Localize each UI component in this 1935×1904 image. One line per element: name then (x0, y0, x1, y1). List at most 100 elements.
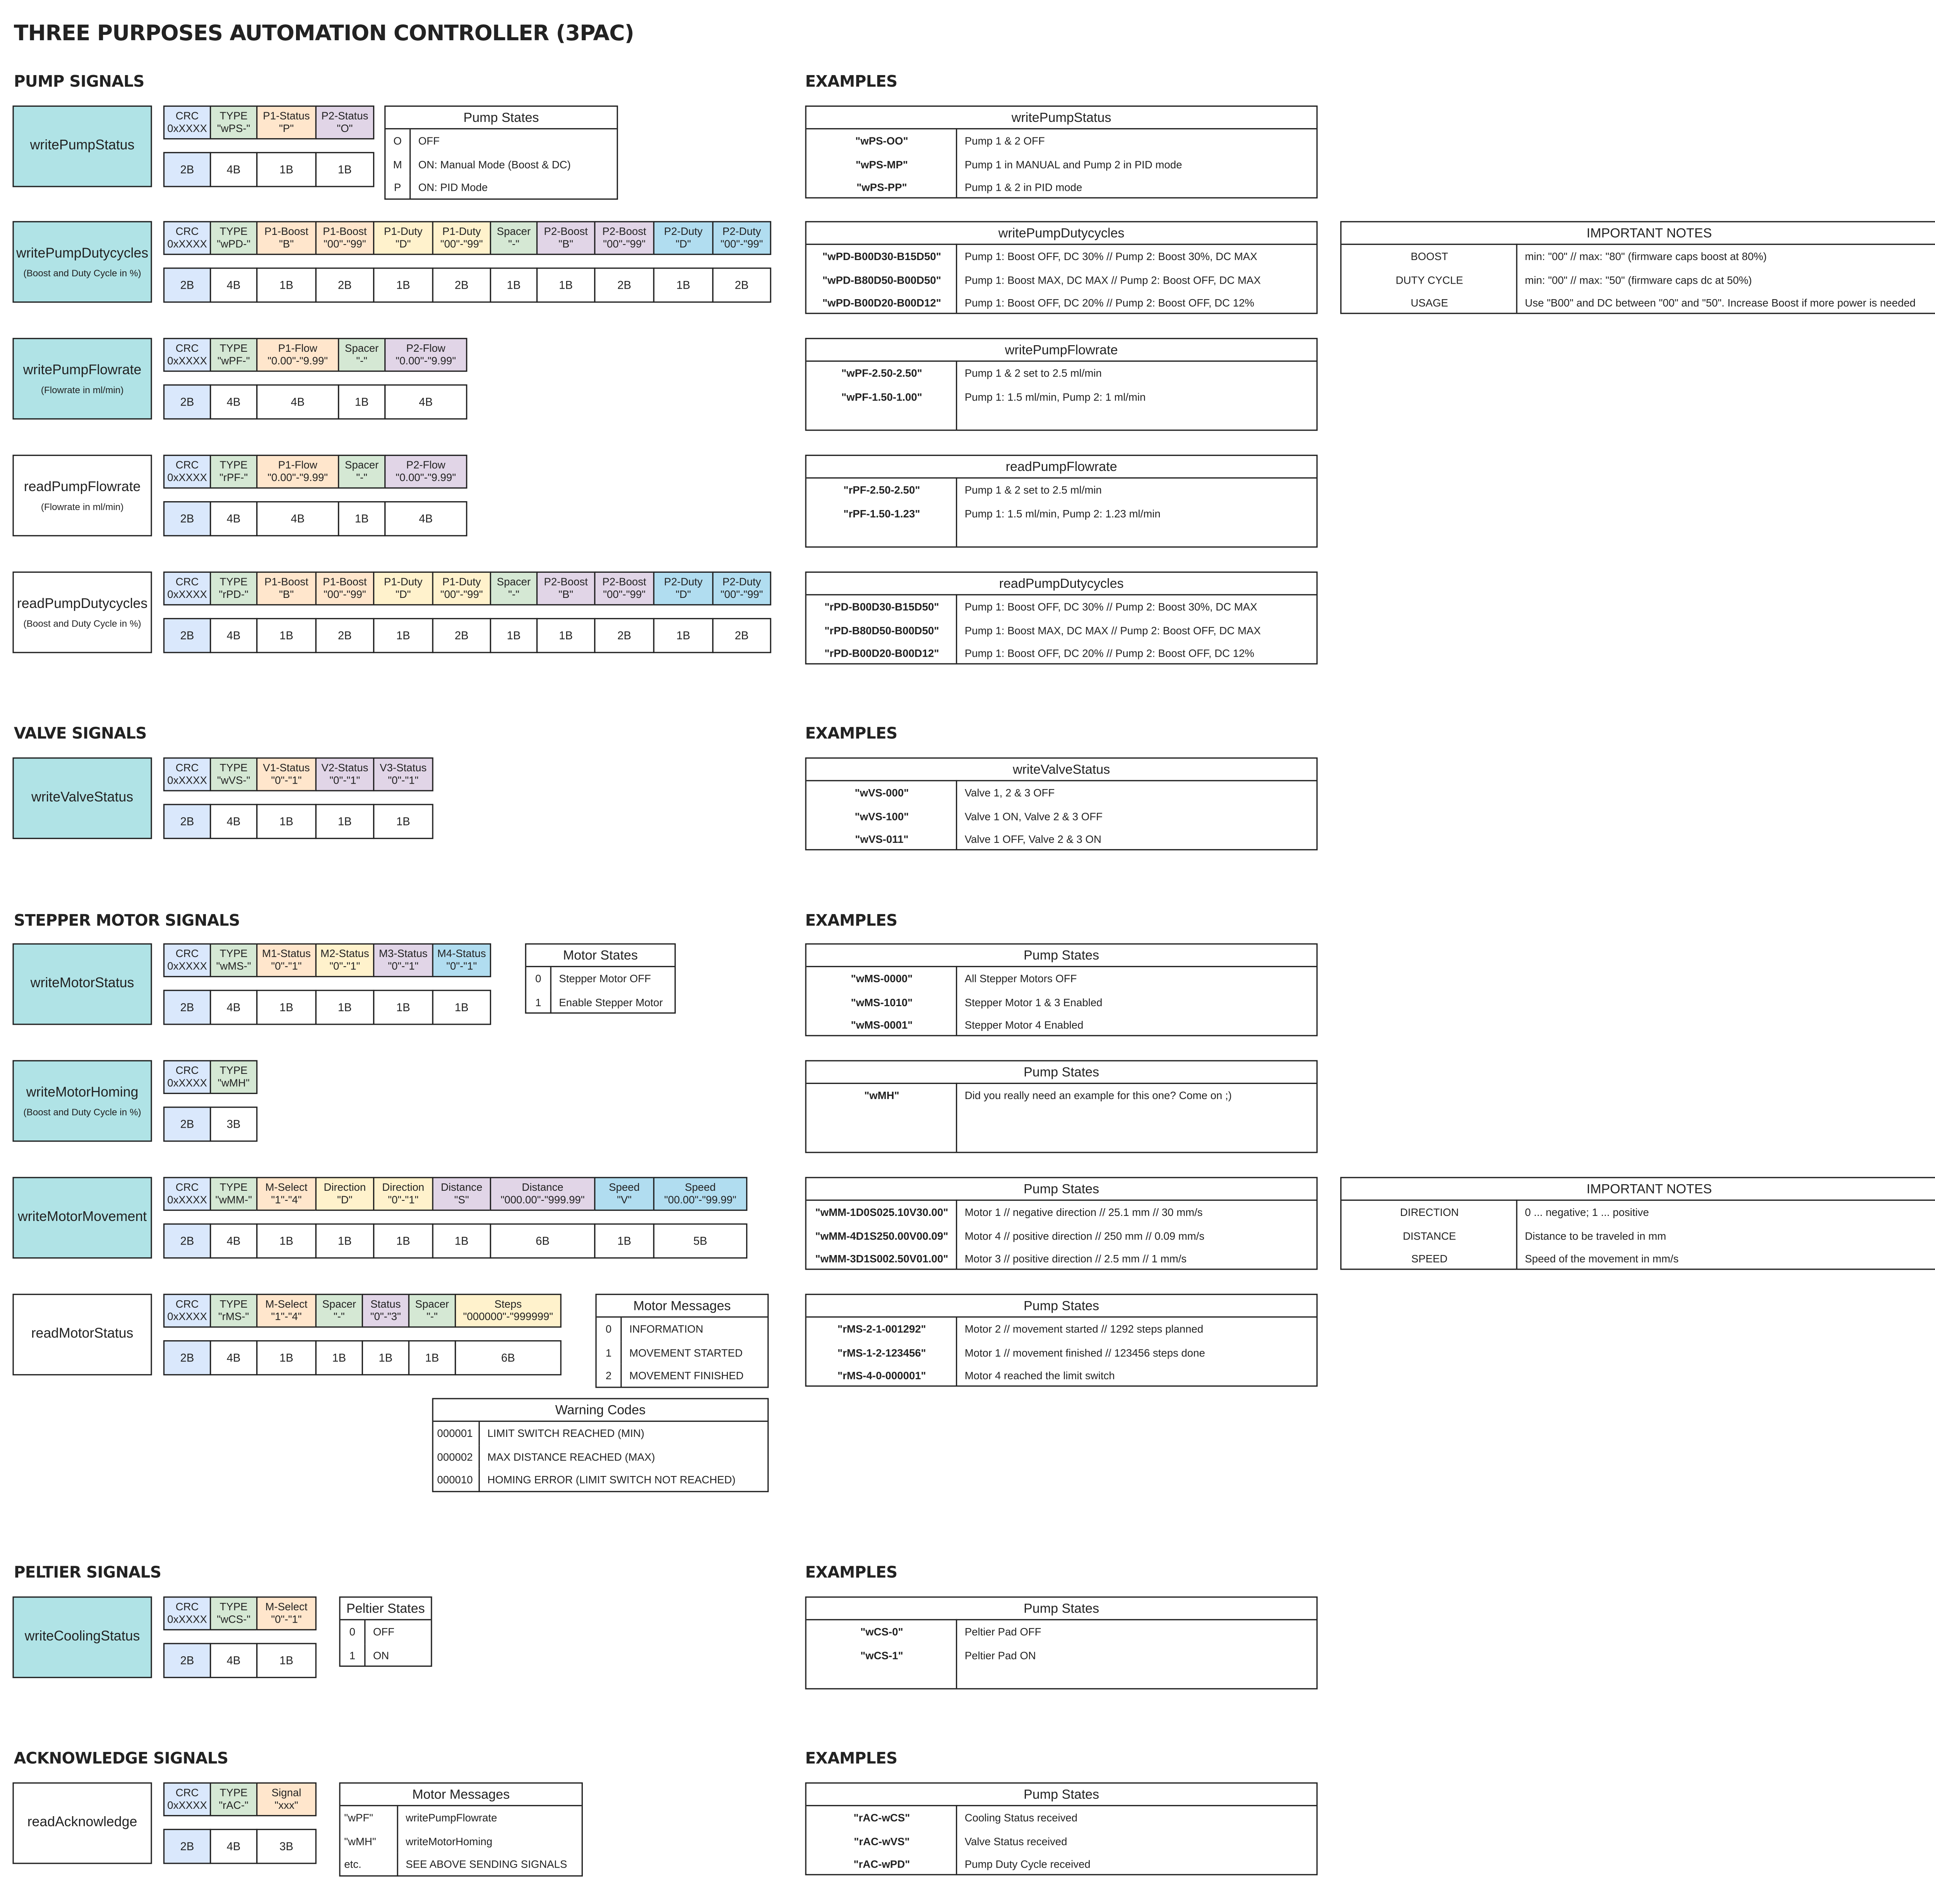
example-code: "wMS-0000" (851, 972, 913, 985)
field-cell: TYPE"wPS-" (210, 105, 258, 140)
notes-title: IMPORTANT NOTES (1341, 1178, 1935, 1201)
byte-size-cell: 1B (338, 384, 386, 420)
field-value: "wMS-" (216, 959, 251, 972)
byte-size-cell: 1B (373, 1223, 433, 1259)
byte-size-cell: 1B (361, 1340, 410, 1376)
byte-size-cell: 2B (315, 267, 375, 303)
field-value: "wVS-" (217, 773, 250, 786)
byte-size-cell: 1B (373, 804, 433, 839)
byte-size-cell: 1B (373, 267, 433, 303)
byte-size-cell: 1B (315, 804, 375, 839)
byte-size-cell: 2B (594, 267, 655, 303)
field-cell: P1-Boost"00"-"99" (315, 571, 375, 606)
field-cell: TYPE"wPD-" (210, 221, 258, 255)
field-cell: P1-Duty"D" (373, 571, 433, 606)
field-cell: P2-Boost"B" (536, 571, 596, 606)
field-value: "000000"-"999999" (463, 1309, 553, 1322)
byte-size-cell: 4B (210, 501, 258, 536)
byte-size-cell: 4B (210, 152, 258, 187)
legend-key: O (385, 129, 411, 153)
example-code: "wVS-011" (855, 833, 909, 846)
field-cell: Steps"000000"-"999999" (454, 1294, 562, 1328)
example-description: Motor 4 // positive direction // 250 mm … (964, 1229, 1205, 1242)
example-table: Pump States"rAC-wCS"Cooling Status recei… (805, 1782, 1318, 1875)
legend-title: Motor Messages (596, 1295, 768, 1318)
example-title: writePumpStatus (806, 107, 1317, 130)
byte-size-cell: 2B (163, 618, 211, 653)
field-value: "00"-"99" (440, 236, 483, 250)
example-table: writePumpStatus"wPS-OO"Pump 1 & 2 OFF"wP… (805, 105, 1318, 199)
byte-size-cell: 2B (163, 501, 211, 536)
field-name: CRC (175, 1064, 199, 1077)
field-name: P2-Boost (602, 575, 646, 588)
field-cell: P2-Duty"00"-"99" (712, 221, 771, 255)
signal-description: (Boost and Duty Cycle in %) (23, 617, 141, 629)
signal-name: writePumpDutycycles (16, 245, 149, 261)
example-code: "wPS-OO" (855, 135, 908, 147)
field-value: "wPS-" (217, 121, 250, 134)
byte-size-cell: 1B (432, 1223, 491, 1259)
field-cell: Spacer"-" (315, 1294, 363, 1328)
signal-name: writeMotorHoming (26, 1084, 139, 1100)
byte-size-cell: 2B (163, 1643, 211, 1678)
byte-size-cell: 2B (163, 1340, 211, 1376)
byte-size-cell: 3B (256, 1829, 317, 1864)
legend-value: writePumpFlowrate (406, 1812, 497, 1824)
notes-value: min: "00" // max: "80" (firmware caps bo… (1525, 250, 1767, 263)
field-name: Direction (382, 1180, 425, 1193)
example-divider (956, 594, 957, 663)
section-heading-valve: VALVE SIGNALS (14, 723, 147, 743)
field-value: "O" (337, 121, 353, 134)
legend-key: 000001 (433, 1422, 480, 1445)
field-cell: P1-Flow"0.00"-"9.99" (256, 454, 339, 489)
field-value: 0xXXXX (167, 773, 207, 786)
field-name: P1-Boost (323, 575, 367, 588)
field-value: "0"-"1" (271, 773, 302, 786)
field-cell: TYPE"wMM-" (210, 1177, 258, 1211)
byte-size-cell: 1B (408, 1340, 456, 1376)
field-value: 0xXXXX (167, 1192, 207, 1205)
legend-key: "wMH" (341, 1829, 398, 1853)
example-description: Pump 1: Boost OFF, DC 20% // Pump 2: Boo… (964, 296, 1254, 310)
signal-name-box: writeValveStatus (12, 757, 152, 839)
field-value: "00"-"99" (440, 587, 483, 600)
field-cell: P2-Duty"D" (653, 221, 714, 255)
signal-name-box: writeMotorHoming(Boost and Duty Cycle in… (12, 1060, 152, 1142)
example-row: "wMM-4D1S250.00V00.09"Motor 4 // positiv… (807, 1224, 1317, 1247)
signal-name-box: readPumpDutycycles(Boost and Duty Cycle … (12, 571, 152, 653)
field-name: TYPE (219, 1786, 248, 1799)
example-row: "rMS-2-1-001292"Motor 2 // movement star… (807, 1318, 1317, 1341)
field-value: "B" (279, 236, 294, 250)
field-name: CRC (175, 947, 199, 960)
byte-size-cell: 2B (594, 618, 655, 653)
field-name: CRC (175, 1297, 199, 1310)
field-value: "rPF-" (219, 470, 248, 483)
field-value: "00"-"99" (720, 236, 763, 250)
legend-value: Stepper Motor OFF (559, 972, 651, 985)
field-name: P2-Boost (602, 224, 646, 238)
field-name: P2-Status (321, 109, 368, 122)
field-value: 0xXXXX (167, 959, 207, 972)
field-value: "B" (279, 587, 294, 600)
byte-size-cell: 2B (432, 267, 491, 303)
example-description: Pump Duty Cycle received (964, 1858, 1091, 1871)
section-heading-peltier: PELTIER SIGNALS (14, 1562, 161, 1582)
notes-key: SPEED (1411, 1252, 1448, 1265)
byte-size-cell: 2B (163, 152, 211, 187)
example-row: "rPD-B00D30-B15D50"Pump 1: Boost OFF, DC… (807, 595, 1317, 618)
field-value: "1"-"4" (271, 1192, 302, 1205)
example-title: Pump States (806, 1784, 1317, 1806)
legend-row: 000001 LIMIT SWITCH REACHED (MIN) (433, 1422, 767, 1445)
field-value: "P" (279, 121, 294, 134)
legend-key: 000010 (433, 1468, 480, 1492)
legend-value: LIMIT SWITCH REACHED (MIN) (487, 1427, 644, 1440)
byte-size-cell: 4B (384, 501, 467, 536)
example-row: "rPD-B80D50-B00D50"Pump 1: Boost MAX, DC… (807, 619, 1317, 642)
field-name: Spacer (497, 575, 531, 588)
